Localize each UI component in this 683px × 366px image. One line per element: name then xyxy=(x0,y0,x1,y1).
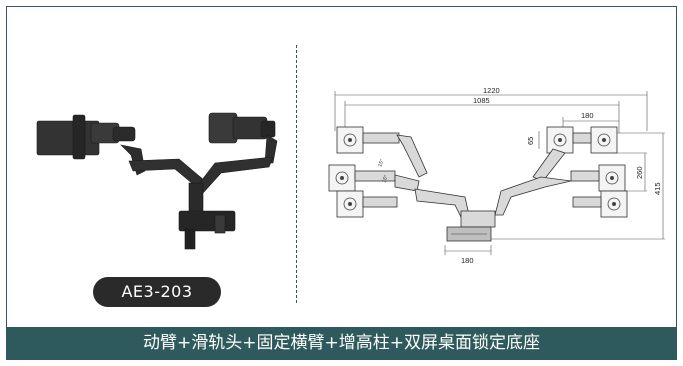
product-card: AE3-203 xyxy=(6,6,677,360)
vesa-offset-label: 65 xyxy=(526,137,535,145)
tilt-a-label: 15° xyxy=(377,159,385,168)
divider-line xyxy=(296,45,297,303)
total-height-label: 415 xyxy=(653,182,662,195)
vertical-travel-label: 260 xyxy=(635,166,644,179)
base-width-label: 180 xyxy=(461,256,474,265)
overall-width-label: 1220 xyxy=(483,86,500,95)
dimension-drawing: 1220 1085 180 65 260 415 180 15° 15° xyxy=(328,86,665,265)
product-photo xyxy=(36,112,278,250)
tilt-b-label: 15° xyxy=(381,175,389,184)
product-description-bar: 动臂+滑轨头+固定横臂+增高柱+双屏桌面锁定底座 xyxy=(7,327,676,359)
arm-span-label: 1085 xyxy=(473,96,490,105)
head-width-label: 180 xyxy=(581,111,594,120)
model-badge: AE3-203 xyxy=(93,277,221,307)
